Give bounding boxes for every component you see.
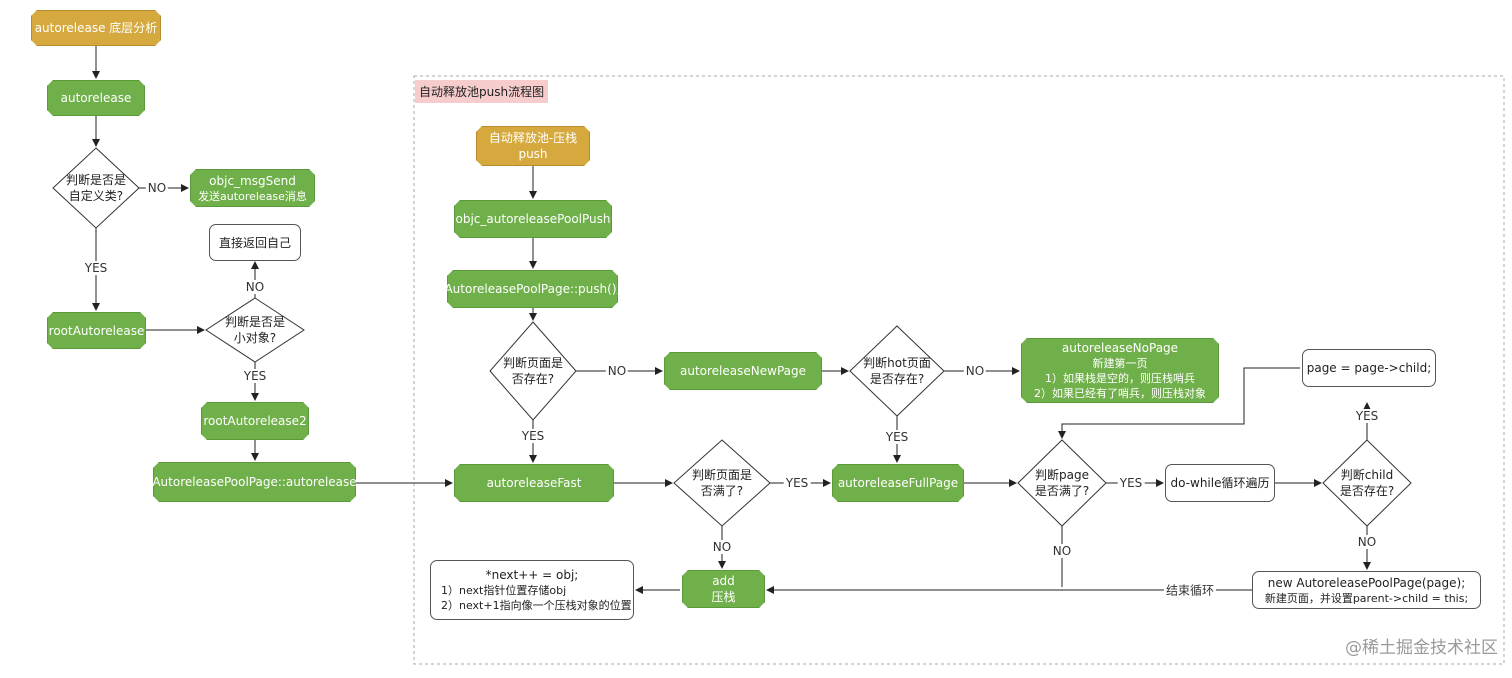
child-q-line1: 判断child: [1340, 468, 1394, 482]
label-yes-child: YES: [1353, 409, 1381, 423]
add-node: add 压栈: [682, 570, 765, 608]
label-no-small: NO: [243, 280, 267, 294]
do-while-label: do-while循环遍历: [1170, 476, 1270, 490]
full-q-line2: 否满了?: [700, 484, 744, 498]
no-page-node: autoreleaseNoPage 新建第一页 1）如果栈是空的，则压栈哨兵 2…: [1021, 338, 1219, 403]
label-no-hot-exist: NO: [963, 364, 987, 378]
no-page-line2: 2）如果已经有了哨兵，则压栈对象: [1034, 387, 1206, 400]
region-title: 自动释放池push流程图: [415, 80, 549, 103]
small-object-question: 判断是否是 小对象?: [225, 314, 285, 346]
autorelease-analysis-label: autorelease 底层分析: [34, 21, 158, 35]
page-child-label: page = page->child;: [1306, 361, 1432, 375]
page-full-question: 判断page 是否满了?: [1035, 467, 1089, 499]
label-no-page-full: NO: [1050, 544, 1074, 558]
full-question: 判断页面是 否满了?: [692, 467, 752, 499]
label-no-custom: NO: [145, 181, 169, 195]
label-no-page-exist: NO: [605, 364, 629, 378]
new-pool-page-node: new AutoreleasePoolPage(page); 新建页面，并设置p…: [1252, 571, 1481, 609]
autorelease-analysis-node: autorelease 底层分析: [31, 10, 161, 46]
full-page-node: autoreleaseFullPage: [832, 464, 964, 502]
root-autorelease-node: rootAutorelease: [47, 312, 146, 349]
push-start-line1: 自动释放池-压栈: [488, 131, 578, 145]
page-full-q-line2: 是否满了?: [1034, 484, 1090, 498]
return-self-node: 直接返回自己: [209, 224, 301, 261]
add-line1: add: [712, 574, 735, 588]
hot-exist-question: 判断hot页面 是否存在?: [863, 355, 931, 387]
push-start-line2: push: [518, 147, 548, 161]
no-page-line1: 1）如果栈是空的，则压栈哨兵: [1045, 372, 1195, 385]
fast-node: autoreleaseFast: [454, 464, 614, 502]
child-q-line2: 是否存在?: [1339, 484, 1395, 498]
msgsend-sub: 发送autorelease消息: [198, 189, 307, 203]
page-exist-q-line1: 判断页面是: [502, 356, 564, 370]
page-full-q-line1: 判断page: [1035, 468, 1089, 482]
add-line2: 压栈: [711, 590, 736, 604]
root-autorelease2-label: rootAutorelease2: [203, 414, 307, 428]
no-page-sub: 新建第一页: [1092, 357, 1148, 370]
push-region-border: [413, 75, 1505, 665]
push-start-node: 自动释放池-压栈 push: [476, 126, 590, 166]
new-pool-page-sub: 新建页面，并设置parent->child = this;: [1264, 591, 1469, 605]
autorelease-label: autorelease: [60, 91, 132, 105]
full-page-label: autoreleaseFullPage: [837, 476, 959, 490]
do-while-node: do-while循环遍历: [1165, 464, 1275, 502]
objc-msgsend-node: objc_msgSend 发送autorelease消息: [190, 169, 315, 207]
next-line2: 2）next+1指向像一个压栈对象的位置: [441, 599, 632, 612]
no-page-title: autoreleaseNoPage: [1061, 341, 1179, 355]
hot-exist-q-line1: 判断hot页面: [863, 356, 931, 370]
full-q-line1: 判断页面是: [691, 468, 753, 482]
fast-label: autoreleaseFast: [486, 476, 582, 490]
small-q-line1: 判断是否是: [224, 315, 286, 329]
autorelease-node: autorelease: [47, 80, 145, 116]
root-autorelease-label: rootAutorelease: [48, 323, 145, 338]
page-push-node: AutoreleasePoolPage::push();: [447, 270, 618, 308]
small-q-line2: 小对象?: [233, 331, 277, 345]
page-autorelease-label: AutoreleasePoolPage::autorelease: [152, 475, 357, 489]
watermark: @稀土掘金技术社区: [1345, 638, 1498, 658]
page-autorelease-node: AutoreleasePoolPage::autorelease: [153, 462, 356, 502]
next-title: *next++ = obj;: [485, 568, 579, 582]
label-yes-page-exist: YES: [519, 429, 547, 443]
label-yes-small: YES: [241, 369, 269, 383]
custom-class-q-line2: 自定义类?: [68, 189, 124, 203]
label-yes-page-full: YES: [1117, 476, 1145, 490]
new-pool-page-label: new AutoreleasePoolPage(page);: [1267, 575, 1466, 590]
label-end-loop: 结束循环: [1163, 581, 1217, 599]
page-exist-q-line2: 否存在?: [511, 372, 555, 386]
hot-exist-q-line2: 是否存在?: [869, 372, 925, 386]
msgsend-title: objc_msgSend: [209, 173, 296, 188]
next-line1: 1）next指针位置存储obj: [441, 584, 567, 597]
label-no-child: NO: [1355, 535, 1379, 549]
return-self-label: 直接返回自己: [218, 235, 291, 250]
custom-class-q-line1: 判断是否是: [65, 173, 127, 187]
new-page-label: autoreleaseNewPage: [680, 364, 806, 378]
custom-class-question: 判断是否是 自定义类?: [66, 172, 126, 204]
page-child-node: page = page->child;: [1302, 349, 1436, 387]
page-exist-question: 判断页面是 否存在?: [503, 355, 563, 387]
pool-push-label: objc_autoreleasePoolPush: [455, 212, 611, 226]
label-yes-custom: YES: [82, 261, 110, 275]
page-push-label: AutoreleasePoolPage::push();: [444, 282, 621, 296]
pool-push-node: objc_autoreleasePoolPush: [454, 200, 612, 238]
next-node: *next++ = obj; 1）next指针位置存储obj 2）next+1指…: [430, 560, 634, 620]
child-question: 判断child 是否存在?: [1340, 467, 1394, 499]
label-no-full: NO: [710, 540, 734, 554]
root-autorelease2-node: rootAutorelease2: [201, 402, 309, 440]
label-yes-hot-exist: YES: [883, 430, 911, 444]
label-yes-full: YES: [783, 476, 811, 490]
new-page-node: autoreleaseNewPage: [664, 352, 822, 390]
